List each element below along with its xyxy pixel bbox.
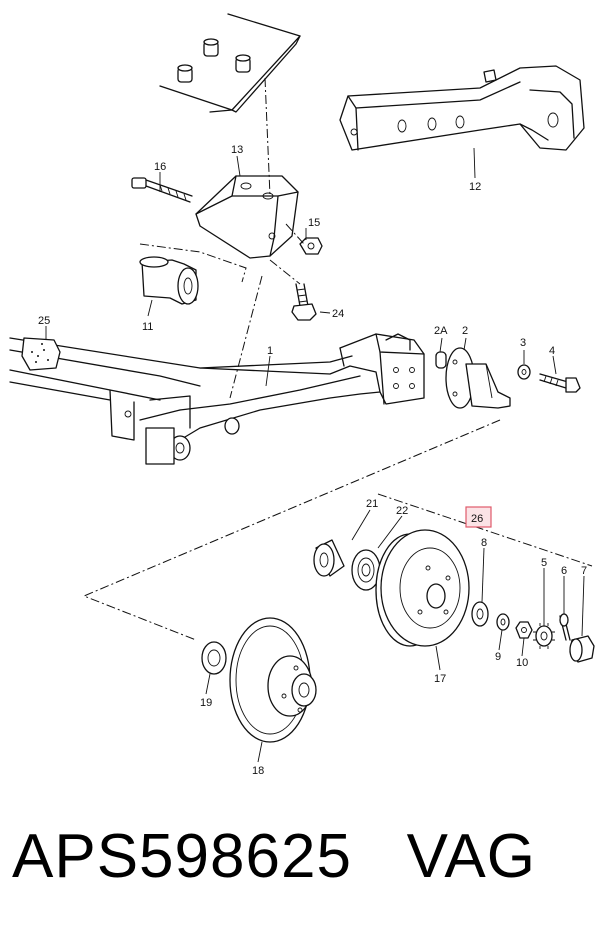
callout-11: 11 xyxy=(142,321,153,333)
callout-15: 15 xyxy=(308,217,320,229)
nut-10 xyxy=(515,621,533,639)
bracket-13 xyxy=(195,175,299,259)
brake-drum-17 xyxy=(375,529,470,647)
bolt-16 xyxy=(131,177,193,203)
part-number-caption: APS598625 VAG xyxy=(12,812,592,902)
callout-6: 6 xyxy=(561,565,567,577)
bearing-21 xyxy=(313,539,345,577)
brand-name: VAG xyxy=(406,822,536,891)
callout-1: 1 xyxy=(267,345,273,357)
highlight-box xyxy=(466,507,491,527)
spacer-2a xyxy=(435,351,447,369)
bearing-8 xyxy=(471,601,489,627)
callout-2: 2 xyxy=(462,325,468,337)
part-25 xyxy=(21,337,61,371)
callout-19: 19 xyxy=(200,697,212,709)
callout-4: 4 xyxy=(549,345,555,357)
floor-panel xyxy=(159,13,301,113)
callout-24: 24 xyxy=(332,308,344,320)
callout-9: 9 xyxy=(495,651,501,663)
bearing-19 xyxy=(201,641,227,675)
mounting-bracket-12 xyxy=(339,65,585,151)
callout-3: 3 xyxy=(520,337,526,349)
cotter-pin-6 xyxy=(559,613,571,641)
callout-17: 17 xyxy=(434,673,446,685)
bushing-11 xyxy=(139,256,199,305)
callout-26: 26 xyxy=(471,513,483,525)
callout-21: 21 xyxy=(366,498,378,510)
callout-16: 16 xyxy=(154,161,166,173)
callout-5: 5 xyxy=(541,557,547,569)
bearing-22 xyxy=(351,549,381,591)
callout-13: 13 xyxy=(231,144,243,156)
callout-10: 10 xyxy=(516,657,528,669)
callout-22: 22 xyxy=(396,505,408,517)
bolt-4 xyxy=(539,373,581,393)
lock-ring-5 xyxy=(533,623,555,649)
callout-2a: 2A xyxy=(434,325,448,337)
callout-25: 25 xyxy=(38,315,50,327)
washer-9 xyxy=(496,613,510,631)
axle-beam-1 xyxy=(9,333,425,465)
washer-3 xyxy=(517,364,531,380)
callout-18: 18 xyxy=(252,765,264,777)
stub-axle-2 xyxy=(445,347,511,409)
highlight-callout-26[interactable]: 26 xyxy=(465,506,492,528)
callout-7: 7 xyxy=(581,565,587,577)
highlight-border xyxy=(465,506,492,528)
dust-cap-7 xyxy=(569,635,595,663)
bolt-24 xyxy=(291,283,317,321)
exploded-parts-diagram: 13 16 15 24 11 25 1 2A 2 3 4 12 21 22 26… xyxy=(9,13,595,777)
nut-15 xyxy=(299,237,323,255)
callout-8: 8 xyxy=(481,537,487,549)
brake-disc-18 xyxy=(229,617,317,743)
callout-12: 12 xyxy=(469,181,481,193)
part-number: APS598625 xyxy=(12,822,352,891)
